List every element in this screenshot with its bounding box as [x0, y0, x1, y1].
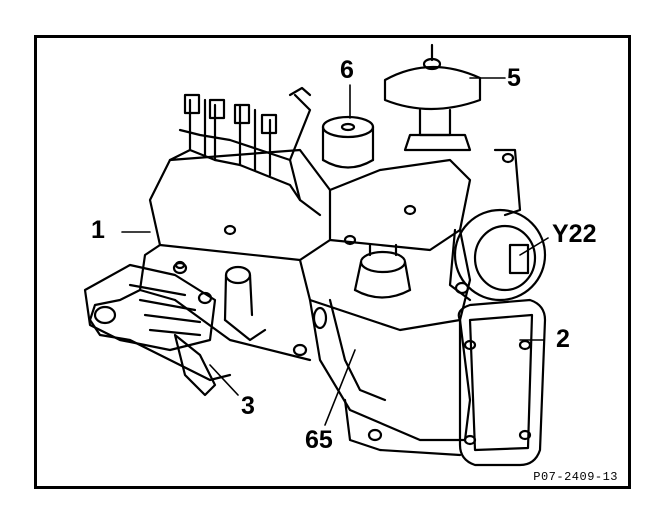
delivery-valves: [168, 86, 322, 217]
callout-3: 3: [241, 392, 255, 420]
right-bracket: [493, 148, 522, 217]
control-lever: [173, 265, 328, 397]
top-actuator: [321, 115, 375, 169]
pump-body: [88, 148, 472, 457]
callout-65: 65: [305, 426, 333, 454]
callout-2: 2: [556, 325, 570, 353]
dome-cap: [383, 43, 482, 152]
leader-65: [324, 349, 356, 426]
callout-6: 6: [340, 56, 354, 84]
leader-lines: [121, 77, 549, 426]
diagram-frame: [34, 35, 631, 489]
bolts: [174, 204, 417, 442]
flange-bracket: [83, 261, 217, 352]
side-cover: [457, 298, 547, 467]
figure-code: P07-2409-13: [533, 470, 618, 484]
leader-3: [209, 364, 239, 396]
callout-y22: Y22: [552, 220, 597, 248]
callout-5: 5: [507, 64, 521, 92]
callout-1: 1: [91, 216, 105, 244]
feed-pump: [328, 243, 412, 402]
solenoid-unit: [448, 208, 547, 302]
leader-y22: [519, 237, 549, 256]
